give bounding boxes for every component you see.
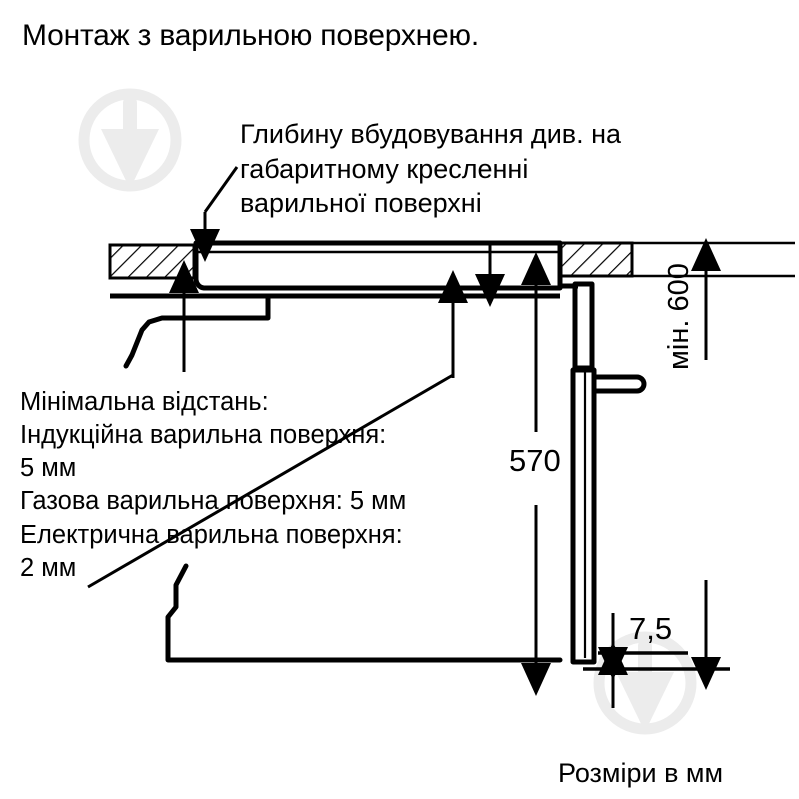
countertop-right-hatched — [550, 241, 634, 278]
dimension-min-600 — [632, 238, 795, 690]
cooktop-slab — [193, 240, 563, 291]
oven-door-panel — [560, 281, 597, 665]
units-caption: Розміри в мм — [558, 758, 724, 788]
dimension-label-7-5: 7,5 — [629, 611, 673, 646]
leader-line-icon — [190, 166, 239, 262]
circle-v-watermark-icon — [78, 88, 182, 192]
dimension-label-min-600: мін. 600 — [663, 263, 695, 370]
page-title: Монтаж з варильною поверхнею. — [22, 19, 479, 52]
note-minimum-distance: Мінімальна відстань: Індукційна варильна… — [20, 388, 407, 582]
dimension-label-570: 570 — [509, 443, 561, 478]
oven-door-handle — [591, 374, 647, 394]
dimension-7-5 — [583, 613, 730, 708]
note-depth-of-installation: Глибину вбудовування див. на габаритному… — [240, 119, 622, 219]
min-distance-arrows — [87, 260, 468, 589]
